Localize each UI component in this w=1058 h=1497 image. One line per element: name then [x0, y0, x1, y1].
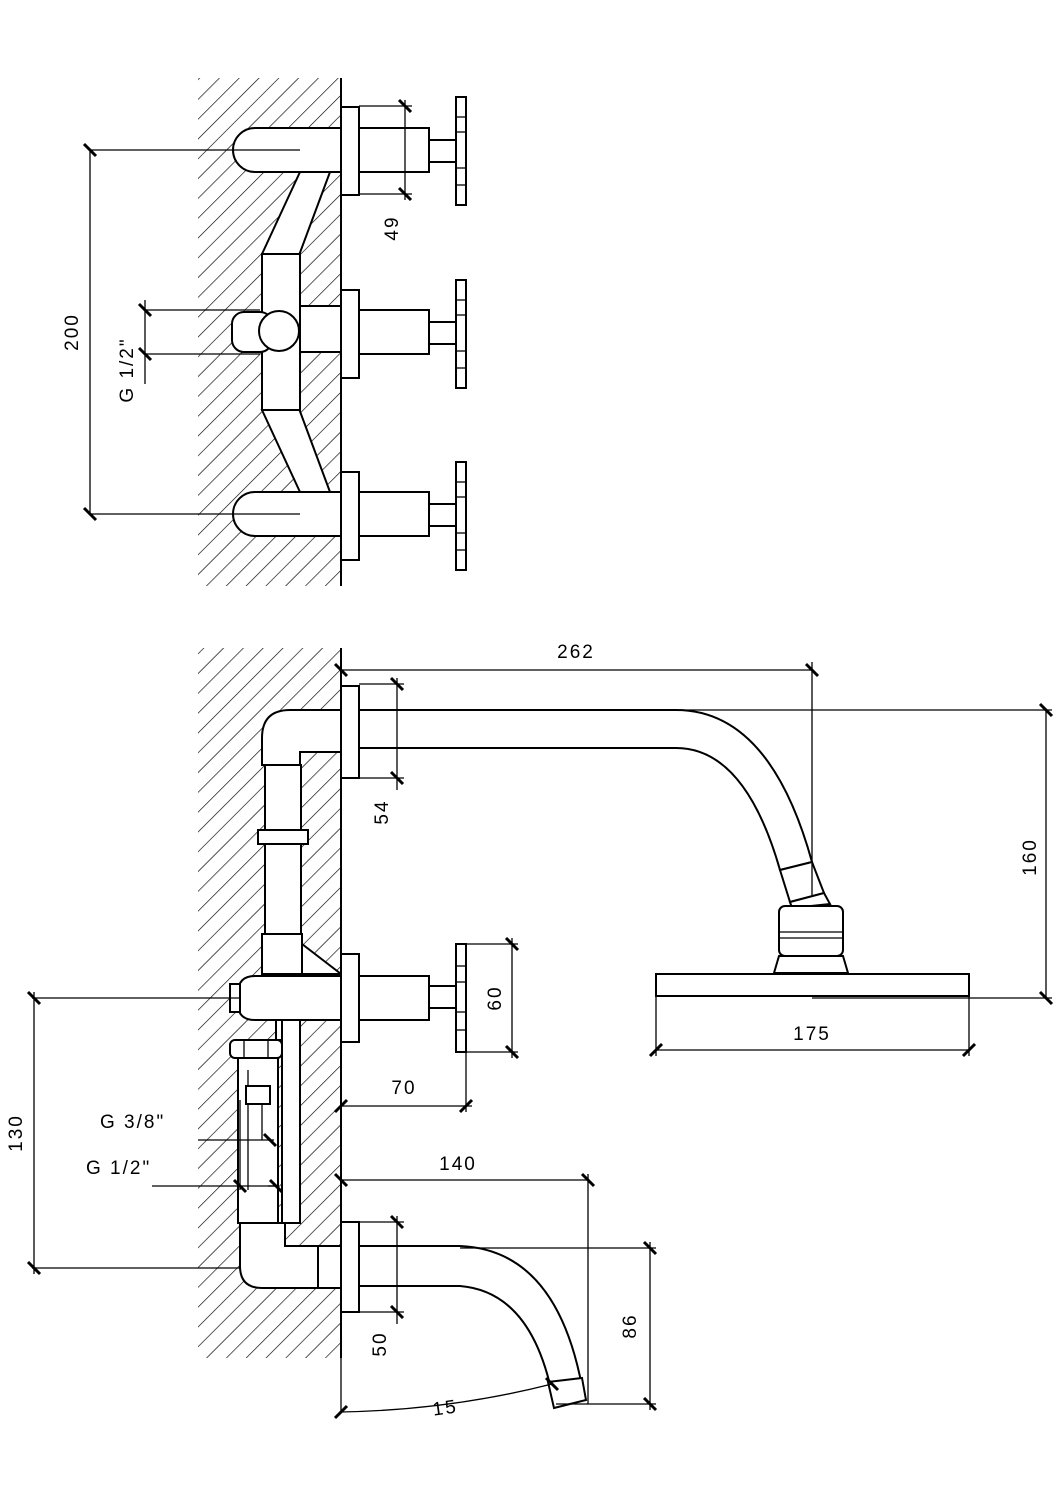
dim-50-label: 50	[370, 1331, 391, 1356]
dim-60: 60	[466, 936, 520, 1060]
dim-54-label: 54	[372, 799, 393, 824]
dim-175-label: 175	[793, 1024, 831, 1045]
flange-handle	[340, 953, 360, 1043]
dim-15: 15	[333, 1376, 560, 1421]
dim-262: 262	[333, 642, 820, 895]
dim-200: 200	[62, 142, 300, 522]
dim-130: 130	[6, 990, 240, 1276]
dim-160-label: 160	[1020, 838, 1041, 876]
dim-49-label: 49	[382, 215, 403, 240]
dim-g38: G 3/8"	[100, 1112, 278, 1148]
dim-inlet-top-label: G 1/2"	[117, 337, 138, 402]
handle-top-1	[358, 96, 467, 206]
dim-60-label: 60	[485, 985, 506, 1010]
hex-nut	[229, 1039, 283, 1059]
dim-49: 49	[359, 98, 413, 241]
inlet-circle	[258, 310, 300, 352]
dim-g38-label: G 3/8"	[100, 1112, 165, 1133]
dim-54: 54	[359, 676, 405, 825]
dim-140: 140	[333, 1154, 596, 1404]
dim-140-label: 140	[439, 1154, 477, 1175]
flange-spout	[340, 1221, 360, 1313]
dim-86-label: 86	[620, 1313, 641, 1338]
side-view: 262 54 160 175	[6, 642, 1054, 1421]
dim-200-label: 200	[62, 313, 83, 351]
dim-15-label: 15	[431, 1396, 459, 1420]
flange-top-2	[340, 289, 360, 379]
dim-70: 70	[333, 1052, 474, 1114]
shower-hub	[778, 905, 844, 957]
top-view: 200 G 1/2" 49	[62, 78, 467, 586]
dim-262-label: 262	[557, 642, 595, 663]
handle-top-3	[358, 461, 467, 571]
dim-50: 50	[359, 1214, 405, 1357]
shower-arm	[358, 709, 814, 872]
dim-130-label: 130	[6, 1114, 27, 1152]
dim-g12-side: G 1/2"	[86, 1100, 284, 1194]
dim-g12-side-label: G 1/2"	[86, 1158, 151, 1179]
mixer-body	[237, 975, 342, 1021]
flange-top-1	[340, 106, 360, 196]
flange-top-3	[340, 471, 360, 561]
dim-160: 160	[680, 702, 1054, 1006]
dim-inlet-top: G 1/2"	[117, 300, 260, 403]
dim-70-label: 70	[391, 1078, 416, 1099]
dim-175: 175	[648, 996, 977, 1058]
handle-side	[358, 943, 467, 1053]
flange-shower	[340, 685, 360, 779]
shower-head	[655, 973, 970, 997]
handle-top-2	[358, 279, 467, 389]
dim-86: 86	[460, 1240, 658, 1412]
